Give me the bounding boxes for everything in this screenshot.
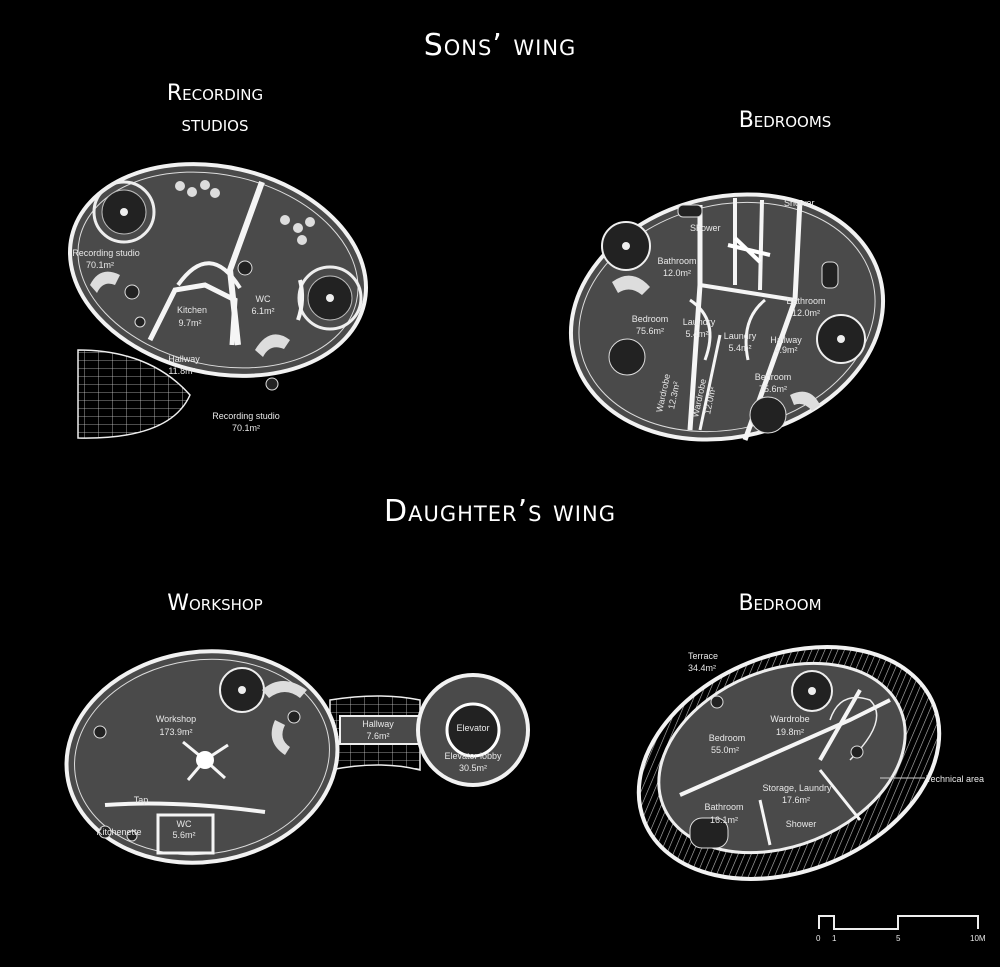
hallway-name: Hallway [168,354,200,364]
laundry-2-name: Laundry [724,331,757,341]
bathtub-icon [689,817,729,849]
elevator-icon [445,702,501,758]
studio-1-area: 70.1m² [86,260,114,270]
wc-area: 5.6m² [172,830,195,840]
wc-area: 6.1m² [251,306,274,316]
daughter-bedroom-plan: Terrace 34.4m² Wardrobe 19.8m² Bedroom 5… [636,645,984,881]
wc-name: WC [177,819,192,829]
bathroom-1-name: Bathroom [657,256,696,266]
shower-2-label: Shower [690,223,721,233]
workshop-name: Workshop [156,714,196,724]
bedroom-2-area: 75.6m² [759,384,787,394]
elevator-label: Elevator [456,723,489,733]
bedroom-area: 55.0m² [711,745,739,755]
bathroom-1-area: 12.0m² [663,268,691,278]
bedroom-1-name: Bedroom [632,314,669,324]
technical-area-label: Technical area [926,774,984,784]
bedroom-name: Bedroom [709,733,746,743]
bedroom-wall [758,799,772,846]
tap-label: Tap [134,795,149,805]
bedroom-wall [818,689,862,761]
studios-wall [296,279,305,321]
studios-wall [176,261,242,290]
bedroom-interior [657,661,907,855]
hallway-name: Hallway [362,719,394,729]
kitchen-area: 9.7m² [178,318,201,328]
bathroom-2-area: 12.0m² [792,308,820,318]
bedrooms-wall [698,334,722,431]
shower-label: Shower [786,819,817,829]
spiral-stair-icon [219,667,265,713]
elevator-lobby-area: 30.5m² [459,763,487,773]
workshop-wall [104,801,266,814]
bedroom-2-name: Bedroom [755,372,792,382]
wardrobe-area: 19.8m² [776,727,804,737]
bedrooms-heading: Bedrooms [738,108,832,133]
laundry-1-area: 5.4m² [685,329,708,339]
laundry-2-area: 5.4m² [728,343,751,353]
workshop-wc-box [156,813,215,855]
hallway-name: Hallway [770,335,802,345]
kitchen-name: Kitchen [177,305,207,315]
recording-studios-heading-line1: Recording [166,81,264,106]
spiral-stair-icon [297,265,363,331]
scale-bar: 0 1 5 10M [816,915,986,943]
studio-2-area: 70.1m² [232,423,260,433]
bedroom-heading: Bedroom [738,591,822,616]
sons-bedrooms-plan: Shower Shower Bathroom 12.0m² Bathroom 1… [568,192,886,442]
recording-studios-heading-line2: studios [181,112,249,137]
elevator-lobby-name: Elevator lobby [444,751,502,761]
scale-bar-line [818,915,979,930]
spiral-stair-icon [601,221,651,271]
recording-studios-heading: Recording studios [120,78,310,140]
spiral-stair-icon [92,180,156,244]
sons-studios-plan: Recording studio 70.1m² Kitchen 9.7m² WC… [68,162,368,439]
studios-wall [147,282,238,346]
studios-inner-wall [77,171,359,369]
bedrooms-wall [758,199,764,291]
workshop-heading: Workshop [167,591,263,616]
spiral-stair-icon [791,670,833,712]
studio-equipment [90,180,315,357]
sons-wing-heading: Sons’ wing [423,28,577,63]
workshop-inner-wall [74,658,330,856]
terrace-area: 34.4m² [688,663,716,673]
shower-fixture [727,236,771,264]
daughters-wing-heading: Daughter’s wing [384,494,616,529]
bathroom-area: 16.1m² [710,815,738,825]
scale-tick-1: 1 [832,934,837,943]
studios-bridge [77,349,191,439]
storage-name: Storage, Laundry [762,783,832,793]
workshop-area: 173.9m² [159,727,192,737]
studio-2-name: Recording studio [212,411,280,421]
scale-tick-0: 0 [816,934,821,943]
hallway-area: 4.9m² [774,345,797,355]
hallway-area: 11.8m² [168,366,195,376]
storage-area: 17.6m² [782,795,810,805]
kitchenette-label: Kitchenette [96,827,141,837]
wardrobe-name: Wardrobe [770,714,809,724]
hallway-area: 7.6m² [366,731,389,741]
bedrooms-wall [699,283,796,302]
laundry-1-name: Laundry [683,317,716,327]
bedroom-1-area: 75.6m² [636,326,664,336]
terrace-name: Terrace [688,651,718,661]
daughter-workshop-plan: Workshop 173.9m² Hallway 7.6m² Elevator … [64,649,530,865]
bathroom-2-name: Bathroom [786,296,825,306]
wc-name: WC [256,294,271,304]
studio-1-name: Recording studio [72,248,140,258]
bathroom-name: Bathroom [704,802,743,812]
bedrooms-outline [568,192,886,442]
shower-1-label: Shower [784,198,815,208]
bedroom-furniture [612,275,820,411]
bedroom-wall [818,769,862,821]
scale-tick-5: 5 [896,934,901,943]
workshop-furniture [262,681,307,755]
spiral-stair-icon [816,314,866,364]
scale-tick-10m: 10M [970,934,986,943]
